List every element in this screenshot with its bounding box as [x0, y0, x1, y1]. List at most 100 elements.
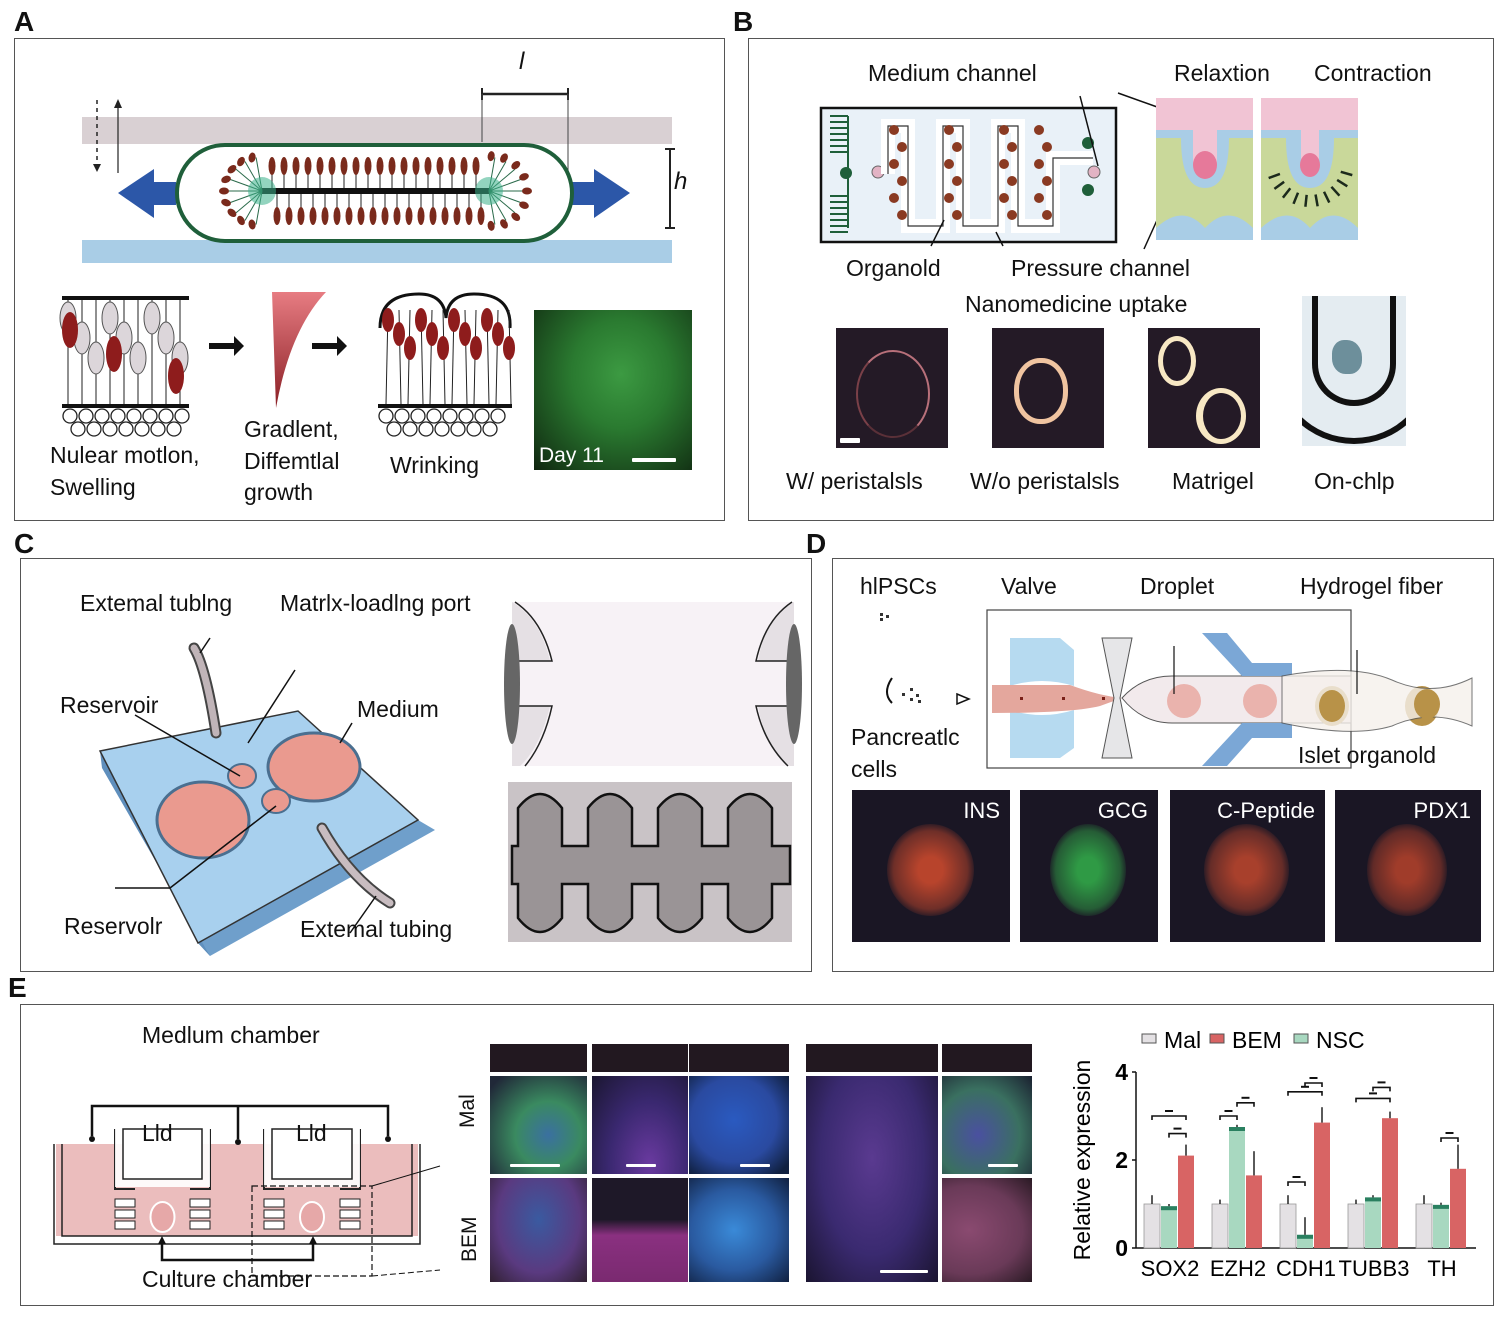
bottom-plate	[82, 240, 672, 263]
scale-bar	[626, 1164, 656, 1167]
step-arrow-icon	[312, 336, 347, 356]
bar-cap	[1297, 1234, 1313, 1239]
significance-bracket	[1168, 1132, 1187, 1138]
scale-bar	[740, 1164, 770, 1167]
valve-block-bottom	[1010, 710, 1074, 758]
x-tick-label: TH	[1427, 1256, 1456, 1281]
x-tick-label: SOX2	[1141, 1256, 1200, 1281]
panel-c-letter: C	[14, 528, 35, 559]
external-tubing-top-label: Extemal tublng	[80, 590, 233, 616]
wrinkling-schematic	[378, 292, 515, 437]
x-tick-label: TUBB3	[1339, 1256, 1410, 1281]
panel-d-droplet-diagram	[880, 609, 1473, 769]
micrograph-tile	[689, 1044, 789, 1072]
nuclear-motion-schematic	[59, 296, 190, 437]
micrograph-tile	[592, 1044, 688, 1072]
panel-b-letter: B	[733, 6, 754, 37]
stain-image-pdx1: PDX1	[1335, 790, 1481, 942]
device-top-face	[98, 710, 420, 945]
bar-bem-cdh1	[1314, 1122, 1330, 1248]
bar-mal-ezh2	[1211, 1203, 1229, 1249]
stain-signal	[886, 824, 974, 916]
bar-bem-ezh2	[1246, 1175, 1262, 1248]
step-arrow-icon	[209, 336, 244, 356]
length-label: l	[519, 48, 525, 75]
stain-label: GCG	[1097, 798, 1148, 823]
scale-bar	[632, 458, 676, 462]
stain-label: INS	[963, 798, 1000, 823]
height-label: h	[674, 168, 688, 195]
x-tick-label: EZH2	[1210, 1256, 1266, 1281]
legend-swatch-nsc	[1293, 1033, 1309, 1044]
legend-label-mal: Mal	[1164, 1027, 1201, 1053]
step2-label-line3: growth	[244, 479, 314, 505]
y-tick-label: 0	[1115, 1235, 1128, 1261]
caption-on-chip: On-chlp	[1314, 468, 1395, 494]
y-tick-label: 2	[1115, 1147, 1128, 1173]
micrograph-tile	[689, 1076, 789, 1174]
panel-e-chamber-diagram	[53, 1104, 441, 1277]
channel-micrograph-bottom	[508, 782, 792, 942]
hydrogel-fiber-label: Hydrogel fiber	[1300, 573, 1444, 599]
panel-a-steps-diagram	[59, 292, 515, 437]
pancreatic-label-line2: cells	[851, 756, 898, 782]
medium-channel-label: Medium channel	[868, 60, 1037, 86]
reservoir-bottom-label: Reservolr	[64, 913, 163, 939]
contraction-label: Contraction	[1314, 60, 1432, 86]
scale-bar	[510, 1164, 560, 1167]
bar-mal-sox2	[1143, 1203, 1161, 1249]
bar-nsc-sox2	[1161, 1206, 1177, 1248]
uptake-image-on-chip	[1302, 296, 1406, 446]
micrograph-tile	[490, 1178, 587, 1282]
significance-bracket	[1236, 1102, 1255, 1107]
stain-label: C-Peptide	[1217, 798, 1315, 823]
y-axis-label: Relative expression	[1069, 1060, 1095, 1261]
row-label-bem: BEM	[458, 1216, 481, 1262]
day-caption: Day 11	[539, 444, 604, 467]
relaxation-schematic	[1156, 98, 1253, 240]
arrow-left-icon	[118, 169, 176, 218]
bar-nsc-th	[1433, 1204, 1449, 1248]
bar-bem-tubb3	[1382, 1118, 1398, 1248]
legend-swatch-bem	[1209, 1033, 1225, 1044]
organoid-label: Organold	[846, 255, 941, 281]
contraction-schematic	[1261, 98, 1358, 240]
caption-matrigel: Matrigel	[1172, 468, 1254, 494]
micrograph-tile	[806, 1044, 938, 1072]
islet-organoid-label: Islet organold	[1298, 742, 1437, 768]
hipscs-label: hlPSCs	[860, 573, 937, 599]
scale-bar	[880, 1270, 928, 1273]
pancreatic-label-line1: Pancreatlc	[851, 724, 960, 750]
significance-bracket	[1219, 1115, 1238, 1120]
significance-bracket	[1355, 1097, 1391, 1103]
micrograph-tile	[490, 1044, 587, 1072]
micrograph-tile	[592, 1178, 688, 1282]
top-plate	[82, 117, 672, 144]
scale-bar	[988, 1164, 1018, 1167]
panel-b-chip-diagram	[819, 92, 1358, 250]
droplet-label: Droplet	[1140, 573, 1215, 599]
bar-mal-tubb3	[1347, 1203, 1365, 1249]
stain-label: PDX1	[1413, 798, 1471, 823]
external-tubing-bottom-label: Extemal tubing	[300, 916, 453, 942]
y-tick-label: 4	[1115, 1059, 1128, 1085]
micrograph-tile	[806, 1076, 938, 1282]
significance-bracket	[1287, 1181, 1306, 1186]
bar-nsc-ezh2	[1229, 1127, 1245, 1248]
arrow-right-icon	[572, 169, 630, 218]
step1-label-line1: Nulear motlon,	[50, 442, 200, 468]
panel-d-letter: D	[806, 528, 827, 559]
step2-label-line1: Gradlent,	[244, 416, 339, 442]
stain-image-gcg: GCG	[1020, 790, 1158, 942]
channel-micrograph-top	[504, 601, 802, 767]
reservoir-right	[266, 731, 362, 803]
caption-with-peristalsis: W/ peristalsls	[786, 468, 923, 494]
legend-label-nsc: NSC	[1316, 1027, 1365, 1053]
stain-signal	[1204, 824, 1290, 916]
bar-cap	[1433, 1204, 1449, 1209]
caption-without-peristalsis: W/o peristalsls	[970, 468, 1120, 494]
lid-left-label: Lld	[142, 1120, 173, 1146]
scale-bar	[840, 438, 860, 443]
reservoir-left	[155, 780, 251, 860]
